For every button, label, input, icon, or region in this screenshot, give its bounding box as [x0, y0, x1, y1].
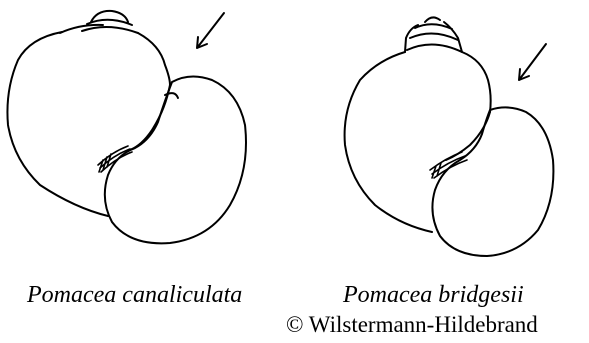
right-shell-body-whorl: [345, 52, 491, 232]
left-shell-spire: [60, 11, 138, 33]
left-shell-body-whorl: [7, 32, 170, 216]
left-shell-umbilicus: [98, 146, 132, 172]
left-shell-drawing: [7, 11, 246, 243]
right-shell-spire: [405, 17, 462, 52]
right-shell-umbilicus: [430, 152, 467, 178]
right-shell-aperture: [432, 107, 553, 256]
left-species-caption: Pomacea canaliculata: [27, 283, 242, 307]
right-shell-drawing: [345, 17, 554, 256]
right-species-caption: Pomacea bridgesii: [343, 283, 524, 307]
copyright-notice: © Wilstermann-Hildebrand: [286, 313, 538, 336]
left-shell-arrow: [197, 13, 224, 48]
left-shell-aperture: [105, 76, 246, 243]
right-shell-arrow: [519, 44, 546, 80]
left-shell-columella: [130, 85, 170, 150]
